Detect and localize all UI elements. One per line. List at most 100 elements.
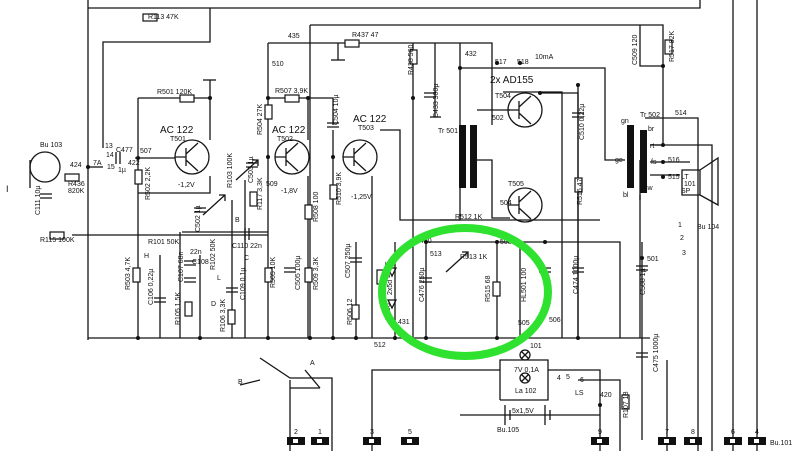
component-label: 7A <box>93 160 102 167</box>
variable-arrow-icon <box>202 194 226 216</box>
component-label: C504 10µ <box>333 95 340 126</box>
component-label: Bu.101 <box>770 440 792 447</box>
connector-pin-hole <box>369 439 374 443</box>
component-label: R501 120K <box>157 89 192 96</box>
component-label: R515 68 <box>485 275 492 302</box>
components <box>29 13 719 425</box>
capacitor-symbol <box>572 267 584 273</box>
capacitor-symbol <box>327 122 339 128</box>
component-label: HL501 100 <box>521 268 528 302</box>
transformer-winding <box>459 125 466 188</box>
component-label: 101 <box>684 181 696 188</box>
component-label: rt <box>650 143 654 150</box>
connector-pin-hole <box>754 439 759 443</box>
component-label: R517 82K <box>669 31 676 62</box>
connector-pin-number: 1 <box>318 429 322 436</box>
component-label: D <box>211 301 216 308</box>
component-label: 507 <box>140 148 152 155</box>
component-label: R106 3,3K <box>220 299 227 332</box>
resistor-symbol <box>142 13 158 22</box>
resistor-symbol <box>64 173 80 182</box>
wire <box>440 43 461 221</box>
component-label: -1,25V <box>351 194 372 201</box>
capacitor-symbol <box>40 193 52 199</box>
resistor-symbol <box>664 39 673 55</box>
component-label: 513 <box>430 251 442 258</box>
component-label: 514 <box>675 110 687 117</box>
component-label: C509 120 <box>632 35 639 65</box>
resistor-symbol <box>492 281 501 297</box>
connector-pin-number: 9 <box>598 429 602 436</box>
connector-pin-hole <box>690 439 695 443</box>
component-label: 518 <box>517 59 529 66</box>
transformer-winding <box>627 125 634 188</box>
resistor-symbol <box>179 94 195 103</box>
connector-pin-hole <box>407 439 412 443</box>
component-label: Bu 104 <box>697 224 719 231</box>
resistor-symbol <box>304 204 313 220</box>
junction-dot <box>661 64 665 68</box>
resistor-symbol <box>184 301 193 317</box>
wire <box>102 8 211 148</box>
connector-pin-number: 8 <box>691 429 695 436</box>
component-label: 504 <box>500 200 512 207</box>
component-label: R113 47K <box>148 14 179 21</box>
wire <box>639 24 664 67</box>
component-label: R516 47 <box>577 178 584 205</box>
component-label: C477 <box>116 147 133 154</box>
component-label: 505 <box>518 320 530 327</box>
component-label: 512 <box>374 342 386 349</box>
component-label: 506 <box>549 317 561 324</box>
component-label: C502 1µ <box>195 205 202 232</box>
connector-pin-number: 7 <box>665 429 669 436</box>
component-label: br <box>648 126 655 133</box>
component-label: R504 27K <box>257 104 264 135</box>
component-label: bl <box>623 192 629 199</box>
component-label: 2x5d <box>387 280 394 295</box>
connector-pin-number: 5 <box>408 429 412 436</box>
junction-dot <box>576 83 580 87</box>
junction-dot <box>411 96 415 100</box>
junction-dot <box>266 96 270 100</box>
junction-dot <box>86 165 90 169</box>
component-label: 2 <box>680 235 684 242</box>
component-label: 4 <box>557 375 561 382</box>
component-label: AC 122 <box>353 114 387 125</box>
wire <box>88 0 701 9</box>
resistor-symbol <box>49 231 65 240</box>
component-label: 435 <box>288 33 300 40</box>
component-label: 420 <box>600 392 612 399</box>
component-label: 501 <box>647 256 659 263</box>
component-label: 13 <box>105 143 113 150</box>
component-label: 515 <box>668 174 680 181</box>
resistor-symbol <box>409 49 418 65</box>
component-label: L <box>217 275 221 282</box>
transformer-winding <box>640 130 647 193</box>
component-label: C111 10µ <box>35 186 42 215</box>
junction-dot <box>208 96 212 100</box>
capacitor-symbol <box>194 207 206 213</box>
component-label: 14 <box>106 152 114 159</box>
component-label: SP <box>681 188 691 195</box>
junction-dot <box>266 336 270 340</box>
junction-dot <box>331 336 335 340</box>
capacitor-symbol <box>184 277 196 283</box>
wire <box>650 66 664 146</box>
component-label: 509 <box>266 181 278 188</box>
transistor-leads <box>508 190 532 220</box>
junction-dot <box>661 175 665 179</box>
connector-pin-hole <box>293 439 298 443</box>
component-label: C503 1µ <box>248 156 255 183</box>
capacitor-symbol <box>636 265 648 271</box>
junction-dot <box>393 336 397 340</box>
component-label: T505 <box>508 181 524 188</box>
junction-dot <box>640 256 644 260</box>
wires <box>29 0 758 451</box>
component-label: R437 47 <box>352 32 379 39</box>
component-label: C <box>244 255 249 262</box>
component-label: 432 <box>465 51 477 58</box>
junction-dot <box>495 240 499 244</box>
junction-dot <box>661 160 665 164</box>
junction-dot <box>661 143 665 147</box>
component-label: R115 100K <box>40 237 75 244</box>
